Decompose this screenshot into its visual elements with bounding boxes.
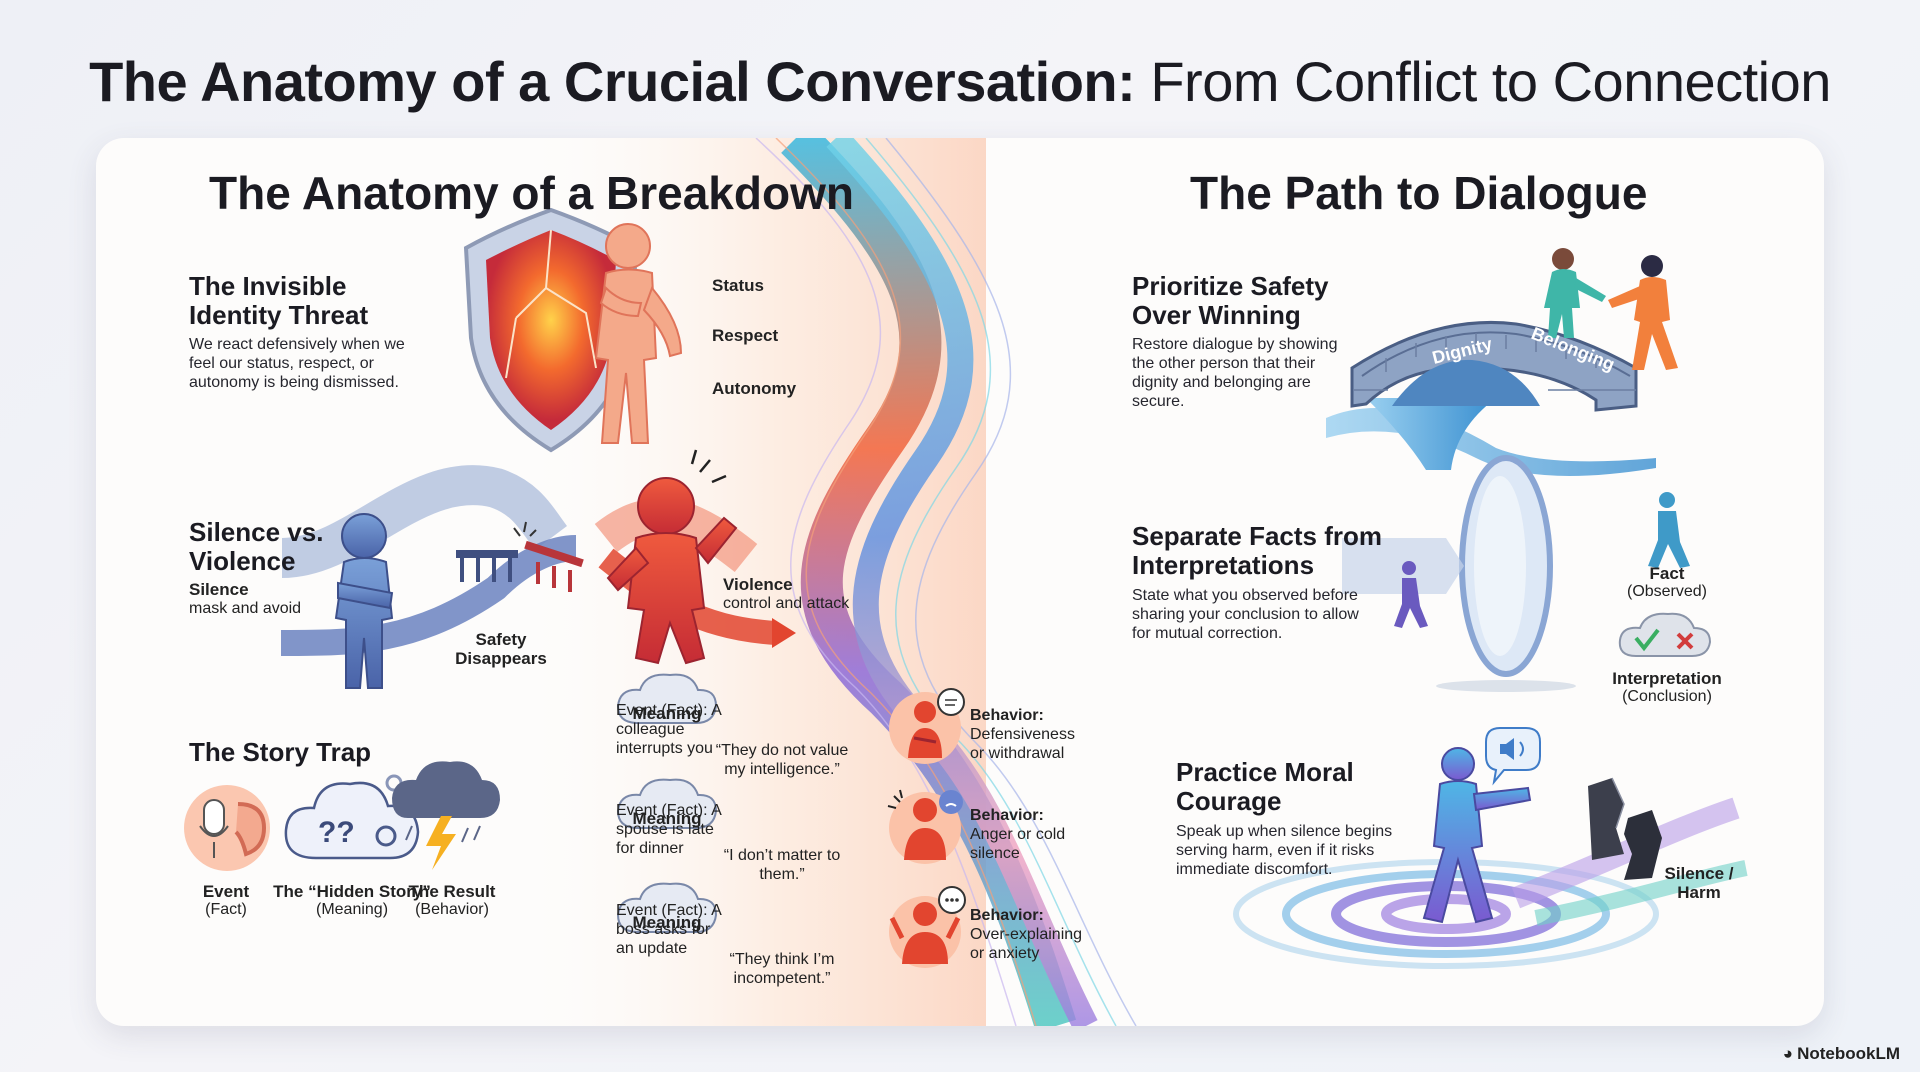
event-text: A spouse is late for dinner	[616, 802, 721, 857]
helping-figures-icon	[1544, 248, 1678, 370]
story-row-event: Event (Fact): A boss asks for an update	[616, 901, 726, 958]
facts-heading: Separate Facts from Interpretations	[1132, 521, 1382, 580]
threat-tag-respect: Respect	[712, 326, 779, 345]
safety-heading: Prioritize Safety Over Winning	[1132, 271, 1329, 330]
threatened-figure-icon	[594, 223, 683, 444]
behavior-text: Anger or cold silence	[970, 826, 1066, 862]
fact-sub: (Observed)	[1626, 583, 1708, 600]
storm-cloud-icon	[392, 761, 500, 870]
svg-text:??: ??	[318, 816, 355, 849]
event-label: Event (Fact):	[616, 902, 708, 919]
violence-desc: control and attack	[723, 595, 850, 612]
brand-name: NotebookLM	[1797, 1044, 1900, 1063]
page-title-light: From Conflict to Connection	[1150, 50, 1831, 113]
story-step-story: The “Hidden Story”	[273, 882, 431, 901]
anxious-person-icon	[889, 886, 966, 968]
page-title-bold: The Anatomy of a Crucial Conversation:	[89, 50, 1136, 113]
story-row-behavior: Behavior: Over-explaining or anxiety	[970, 906, 1096, 963]
interpretation-cloud-icon	[1618, 612, 1712, 657]
behavior-label: Behavior:	[970, 707, 1044, 724]
background-art: ??	[184, 138, 1748, 1026]
meaning-cloud-icon	[616, 778, 718, 829]
courage-heading: Practice Moral Courage	[1176, 757, 1354, 816]
courage-body: Speak up when silence begins serving har…	[1176, 823, 1393, 878]
threat-tag-status: Status	[712, 276, 764, 295]
story-heading: The Story Trap	[189, 737, 372, 767]
behavior-label: Behavior:	[970, 807, 1044, 824]
angry-face-icon	[887, 789, 963, 864]
walking-person-icon	[1648, 492, 1690, 568]
speaking-figure-icon	[1422, 747, 1532, 924]
threat-body: We react defensively when we feel our st…	[189, 336, 405, 391]
event-text: A colleague interrupts you	[616, 702, 721, 757]
story-row-meaning: “They do not value my intelligence.”	[715, 742, 849, 778]
brand-badge: ◕NotebookLM	[1783, 1044, 1900, 1064]
meaning-label: Meaning	[632, 913, 702, 932]
story-row-behavior: Behavior: Anger or cold silence	[970, 806, 1090, 863]
violence-label: Violence	[723, 575, 793, 594]
story-row-behavior: Behavior: Defensiveness or withdrawal	[970, 706, 1090, 763]
speaker-bubble-icon	[1485, 727, 1541, 786]
story-step-result-sub: (Behavior)	[415, 901, 489, 918]
ear-mic-icon	[184, 785, 270, 871]
silence-heading: Silence vs. Violence	[189, 517, 324, 576]
threat-heading: The Invisible Identity Threat	[189, 271, 369, 330]
walking-person-icon	[1394, 561, 1428, 628]
story-row-event: Event (Fact): A spouse is late for dinne…	[616, 801, 726, 858]
behavior-text: Over-explaining or anxiety	[970, 926, 1083, 962]
story-row-meaning: “They think I’m incompetent.”	[729, 951, 835, 987]
event-label: Event (Fact):	[616, 802, 708, 819]
threat-tag-autonomy: Autonomy	[712, 379, 797, 398]
withdrawn-figure-icon	[334, 513, 394, 689]
story-step-event-sub: (Fact)	[205, 901, 247, 918]
magnifying-lens-icon	[1342, 455, 1576, 692]
event-text: A boss asks for an update	[616, 902, 721, 957]
bridge-words: Dignity Belonging	[1430, 323, 1618, 375]
silence-label: Silence	[189, 580, 249, 599]
story-row-event: Event (Fact): A colleague interrupts you	[616, 701, 726, 758]
notebook-logo-icon: ◕	[1782, 1044, 1794, 1063]
interpretation-sub: (Conclusion)	[1622, 688, 1712, 705]
behavior-label: Behavior:	[970, 907, 1044, 924]
fact-label: Fact	[1649, 564, 1685, 583]
question-cloud-icon: ??	[284, 774, 420, 860]
safety-label: Safety Disappears	[455, 630, 547, 668]
facts-body: State what you observed before sharing y…	[1132, 587, 1359, 642]
meaning-label: Meaning	[632, 809, 702, 828]
angry-figure-icon	[606, 449, 738, 665]
meaning-cloud-icon	[616, 882, 718, 933]
infographic-panel: ??	[96, 138, 1824, 1026]
harm-label: Silence / Harm	[1664, 864, 1734, 902]
story-row-meaning: “I don’t matter to them.”	[723, 847, 841, 883]
bridge-word-belonging: Belonging	[1529, 323, 1618, 375]
bridge-icon	[1326, 320, 1656, 476]
page-title: The Anatomy of a Crucial Conversation: F…	[0, 50, 1920, 114]
story-step-result: The Result	[408, 882, 496, 901]
meaning-label: Meaning	[632, 704, 702, 723]
silence-desc: mask and avoid	[189, 600, 302, 617]
right-section-title: The Path to Dialogue	[1190, 167, 1648, 219]
broken-wall-icon	[1588, 777, 1662, 880]
meaning-cloud-icon	[616, 673, 718, 724]
bridge-word-dignity: Dignity	[1430, 334, 1494, 368]
left-section-title: The Anatomy of a Breakdown	[209, 167, 854, 219]
interpretation-label: Interpretation	[1612, 669, 1722, 688]
story-step-story-sub: (Meaning)	[315, 901, 389, 918]
story-step-event: Event	[202, 882, 250, 901]
safety-body: Restore dialogue by showing the other pe…	[1132, 336, 1338, 410]
behavior-text: Defensiveness or withdrawal	[970, 726, 1075, 762]
event-label: Event (Fact):	[616, 702, 708, 719]
withdrawn-person-icon	[889, 688, 965, 764]
